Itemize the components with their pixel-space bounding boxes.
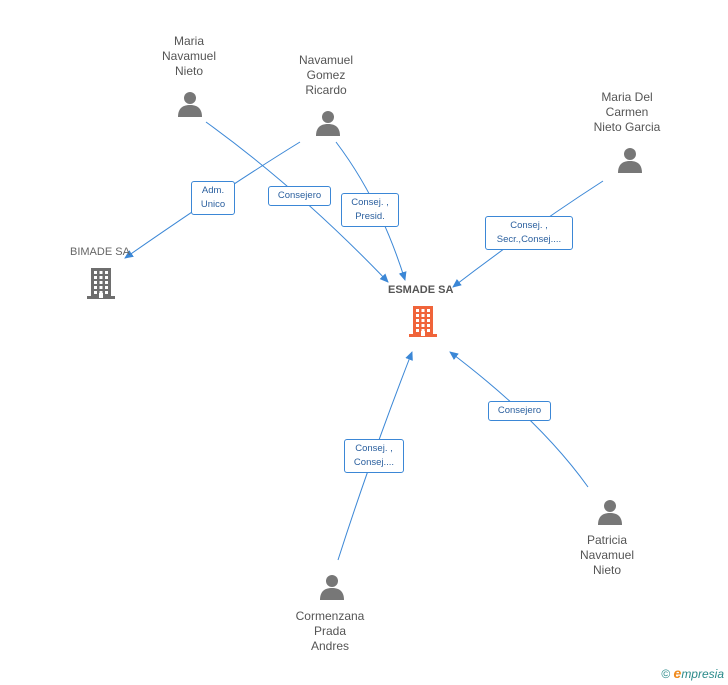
- person-name-navamuel-gomez-ricardo[interactable]: Navamuel Gomez Ricardo: [298, 53, 354, 97]
- person-name-cormenzana-prada-andres[interactable]: Cormenzana Prada Andres: [295, 609, 365, 653]
- relation-label-consej-secr[interactable]: Consej. , Secr.,Consej....: [485, 216, 573, 250]
- building-icon[interactable]: [407, 304, 439, 343]
- person-icon[interactable]: [616, 146, 644, 179]
- empresia-footer[interactable]: © empresia: [661, 665, 724, 681]
- center-company-name[interactable]: ESMADE SA: [388, 284, 454, 296]
- copyright-symbol: ©: [661, 667, 671, 681]
- relation-label-consejero-patricia[interactable]: Consejero: [488, 401, 551, 421]
- company-name-bimade-sa[interactable]: BIMADE SA: [70, 246, 130, 258]
- person-name-maria-del-carmen-nieto-garcia[interactable]: Maria Del Carmen Nieto Garcia: [593, 90, 661, 134]
- empresia-brand-text: mpresia: [681, 667, 724, 681]
- person-icon[interactable]: [596, 498, 624, 531]
- person-icon[interactable]: [314, 109, 342, 142]
- person-name-maria-navamuel-nieto[interactable]: Maria Navamuel Nieto: [161, 34, 217, 78]
- relation-label-consej-presid[interactable]: Consej. , Presid.: [341, 193, 399, 227]
- relation-label-consej-consej[interactable]: Consej. , Consej....: [344, 439, 404, 473]
- person-name-patricia-navamuel-nieto[interactable]: Patricia Navamuel Nieto: [579, 533, 635, 577]
- empresia-logo-icon: e: [673, 665, 682, 681]
- relation-label-consejero-maria[interactable]: Consejero: [268, 186, 331, 206]
- relation-label-adm-unico[interactable]: Adm. Unico: [191, 181, 235, 215]
- building-icon[interactable]: [85, 266, 117, 305]
- person-icon[interactable]: [176, 90, 204, 123]
- person-icon[interactable]: [318, 573, 346, 606]
